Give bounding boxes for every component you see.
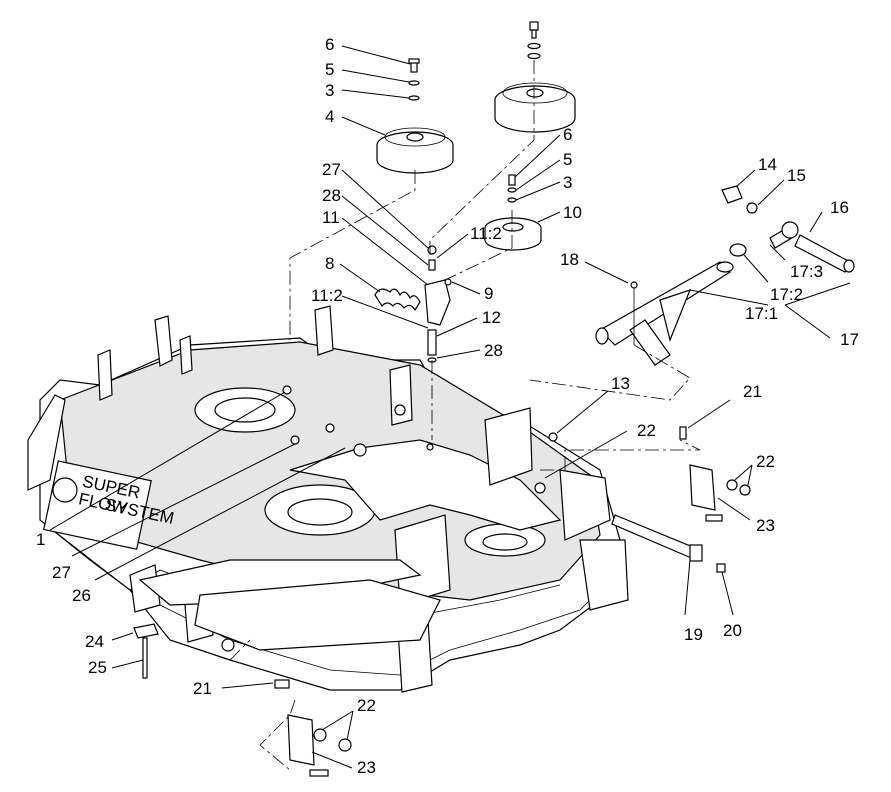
callout-21: 21 (193, 679, 212, 698)
pulley-4 (376, 127, 454, 174)
callout-23: 23 (357, 758, 376, 777)
callout-20: 20 (723, 621, 742, 640)
roller-bracket-left (274, 679, 352, 777)
callout-18: 18 (560, 250, 579, 269)
callout-22: 22 (357, 696, 376, 715)
callout-15: 15 (787, 166, 806, 185)
callout-17-2: 17:2 (770, 285, 803, 304)
mower-deck: SUPER FLOW SYSTEM (27, 305, 629, 693)
pulley-upper-right (494, 82, 576, 133)
callout-3: 3 (563, 173, 572, 192)
callout-11: 11 (322, 208, 340, 227)
callout-22: 22 (637, 421, 656, 440)
roller-rod-19 (611, 514, 726, 573)
callout-28: 28 (322, 186, 341, 205)
nut-13 (548, 432, 558, 442)
callout-8: 8 (325, 254, 334, 273)
callout-16: 16 (830, 198, 849, 217)
assembly-lines (229, 60, 701, 771)
lift-arm-17 (595, 261, 734, 366)
callout-5: 5 (563, 150, 572, 169)
nut-17-2 (729, 243, 747, 257)
leader-lines (49, 45, 851, 769)
rod-end-17-3 (769, 221, 799, 249)
callout-10: 10 (563, 203, 582, 222)
callout-1: 1 (36, 530, 45, 549)
callout-9: 9 (484, 284, 493, 303)
hardware-stack-left (408, 58, 420, 101)
callout-13: 13 (611, 374, 630, 393)
callout-26: 26 (72, 586, 91, 605)
callout-28: 28 (484, 341, 503, 360)
callout-11-2: 11:2 (311, 286, 343, 305)
callout-11-2: 11:2 (470, 224, 502, 243)
spring-8 (374, 288, 421, 312)
callout-5: 5 (325, 60, 334, 79)
bolt-16 (794, 234, 855, 273)
idler-arm-11 (424, 245, 452, 363)
callout-3: 3 (325, 81, 334, 100)
callout-6: 6 (563, 125, 572, 144)
callout-17: 17 (840, 330, 859, 349)
roller-bracket-right (679, 426, 751, 522)
pulley-10 (484, 217, 542, 251)
callout-27: 27 (322, 160, 341, 179)
hardware-stack-right (507, 21, 541, 203)
stud-24-25 (133, 623, 159, 679)
callout-labels: 6 5 3 4 6 5 3 10 27 28 11 11:2 8 9 11:2 … (36, 35, 859, 777)
callout-6: 6 (325, 35, 334, 54)
callout-12: 12 (482, 308, 501, 327)
callout-19: 19 (684, 625, 703, 644)
callout-21: 21 (743, 382, 762, 401)
nut-14-washer-15 (721, 185, 758, 214)
callout-14: 14 (758, 155, 777, 174)
callout-25: 25 (88, 658, 107, 677)
callout-22: 22 (756, 452, 775, 471)
callout-17-3: 17:3 (790, 262, 823, 281)
callout-4: 4 (325, 107, 334, 126)
callout-23: 23 (756, 516, 775, 535)
callout-24: 24 (85, 632, 104, 651)
callout-17-1: 17:1 (745, 304, 778, 323)
callout-27: 27 (52, 563, 71, 582)
